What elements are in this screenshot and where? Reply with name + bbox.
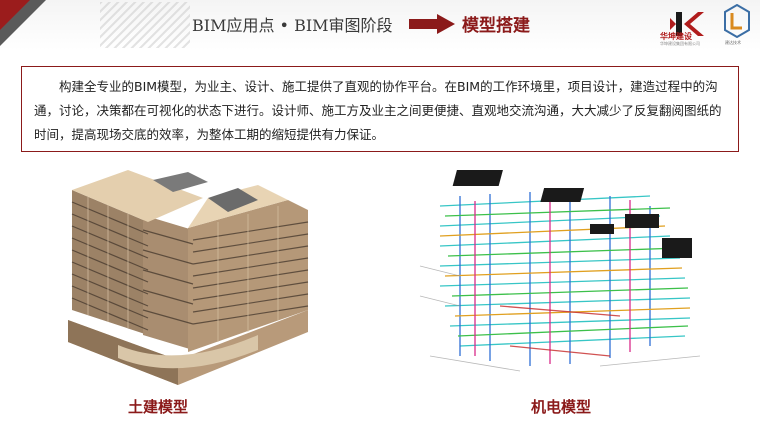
mep-model-image <box>400 166 710 386</box>
mep-model-caption: 机电模型 <box>531 398 592 416</box>
civil-building-model-image <box>68 170 309 385</box>
page-title: BIM应用点 • BIM审图阶段 <box>192 16 393 35</box>
page-subtitle: 模型搭建 <box>462 16 530 36</box>
civil-model-caption: 土建模型 <box>128 398 189 416</box>
partner-logo-tagline: 建达技术 <box>725 40 741 45</box>
company-logo-tagline: 华坤建设集团有限公司 <box>660 41 700 46</box>
company-logo-name: 华坤建设 <box>660 32 692 41</box>
right-arrow-icon <box>409 14 455 34</box>
header-stripe-decoration <box>100 2 190 48</box>
header-corner-accent <box>0 0 30 30</box>
company-logo-icon <box>670 12 704 36</box>
partner-logo-icon <box>724 4 750 38</box>
description-box: 构建全专业的BIM模型，为业主、设计、施工提供了直观的协作平台。在BIM的工作环… <box>21 66 739 152</box>
description-text: 构建全专业的BIM模型，为业主、设计、施工提供了直观的协作平台。在BIM的工作环… <box>34 79 722 142</box>
